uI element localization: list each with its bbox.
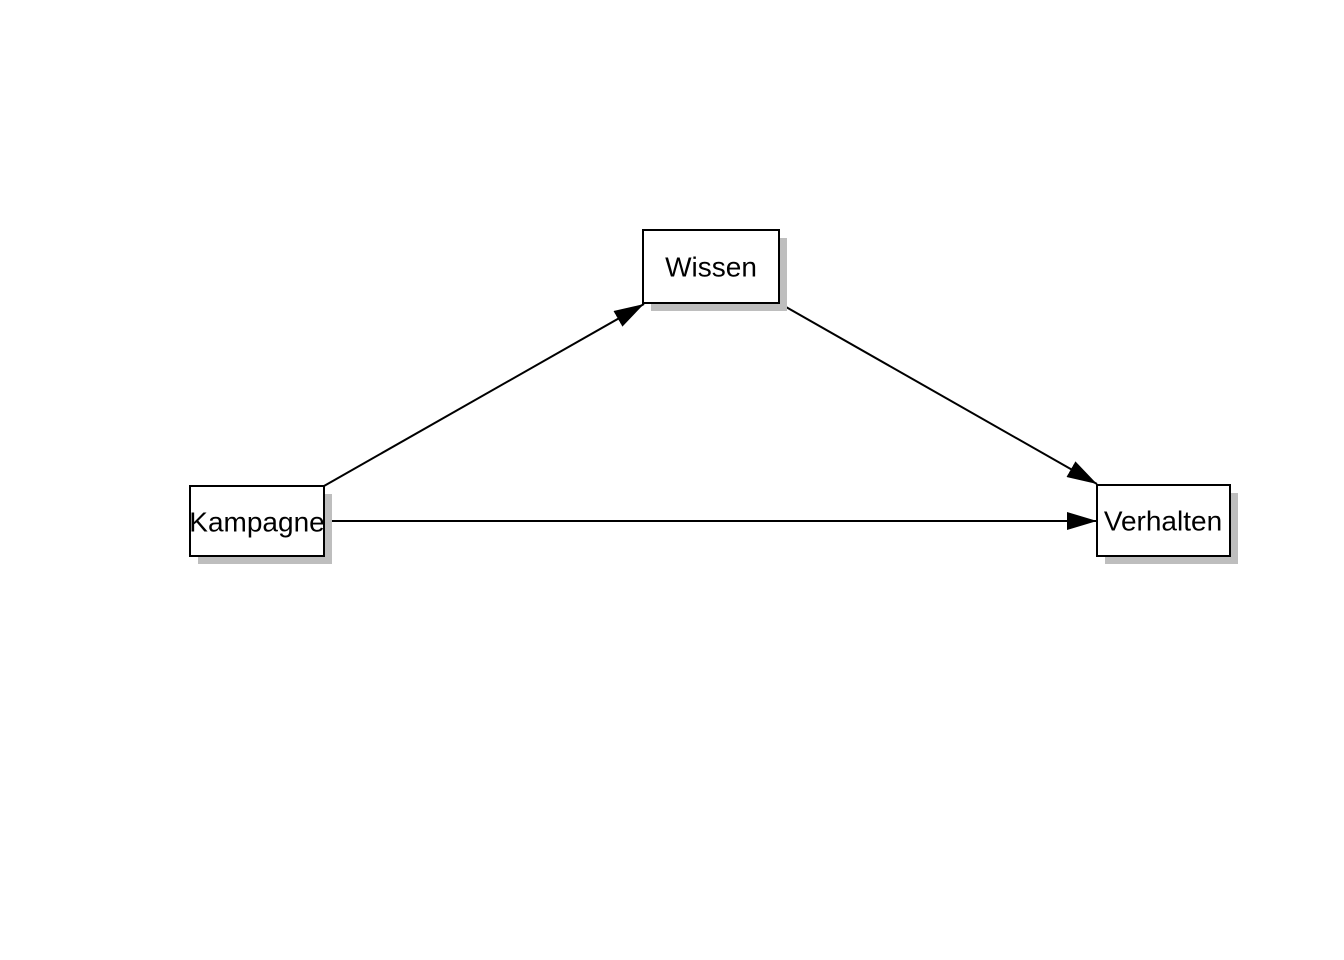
node-wissen-label: Wissen bbox=[665, 252, 757, 283]
node-verhalten-label: Verhalten bbox=[1104, 506, 1222, 537]
node-kampagne-label: Kampagne bbox=[189, 507, 324, 538]
node-wissen-box bbox=[642, 229, 780, 304]
node-verhalten-box bbox=[1096, 484, 1231, 557]
edge-kampagne-to-wissen bbox=[323, 303, 645, 487]
node-kampagne-box bbox=[189, 485, 325, 557]
edge-wissen-to-verhalten bbox=[778, 302, 1098, 485]
